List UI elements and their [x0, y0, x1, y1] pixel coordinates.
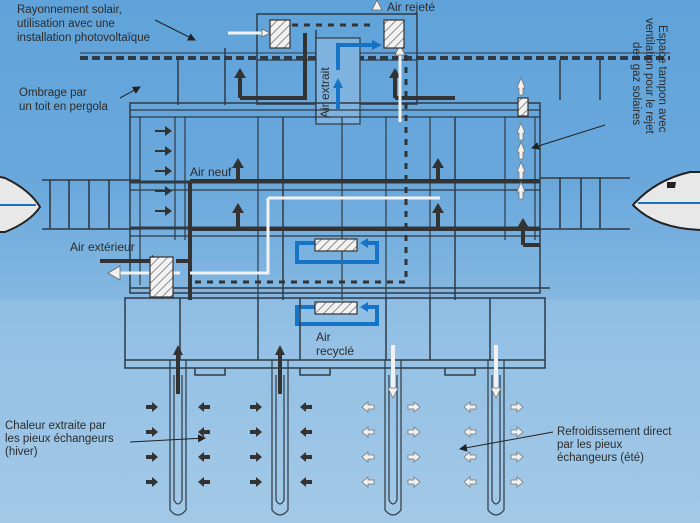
heat-arrow-icon: [146, 452, 158, 462]
label-solar-1: Rayonnement solair,: [17, 4, 122, 16]
heat-arrow-icon: [146, 427, 158, 437]
heat-arrow-icon: [250, 427, 262, 437]
right-plane-icon: [631, 171, 700, 231]
buffer-arrows: [516, 76, 526, 200]
inflow-arrows: [155, 126, 172, 216]
cool-arrow-icon: [361, 426, 375, 438]
blue-arrowheads: [333, 40, 382, 88]
left-plane-icon: [0, 175, 42, 233]
label-buffer-1: Espace tampon avec: [656, 25, 668, 133]
supply-ducts: [100, 33, 540, 300]
white-arrowheads: [107, 0, 406, 281]
heat-arrow-icon: [300, 452, 312, 462]
heat-exchanger-icon: [149, 19, 529, 315]
summer-cool-arrows: [361, 401, 524, 488]
heat-arrow-icon: [250, 402, 262, 412]
label-cooling-1: Refroidissement direct: [557, 426, 672, 438]
cool-arrow-icon: [463, 401, 477, 413]
heat-arrow-icon: [300, 477, 312, 487]
cool-arrow-icon: [463, 426, 477, 438]
recycle-loops: [295, 241, 379, 326]
label-buffer-3: des gaz solaires: [630, 42, 642, 126]
cool-arrow-icon: [361, 401, 375, 413]
right-bridge: [540, 177, 630, 230]
label-solar-3: installation photovoltaïque: [17, 32, 150, 44]
cool-arrow-icon: [407, 476, 421, 488]
leader-lines: [119, 19, 606, 452]
label-shading-1: Ombrage par: [19, 87, 87, 99]
cool-arrow-icon: [407, 451, 421, 463]
label-air-extracted: Air extrait: [318, 67, 332, 118]
cool-arrow-icon: [407, 401, 421, 413]
label-recycled-2: recyclé: [316, 344, 355, 358]
cool-arrow-icon: [361, 451, 375, 463]
label-buffer-2: ventilation pour le rejet: [643, 18, 655, 134]
building-floors: [129, 102, 550, 300]
ground-area: [0, 300, 700, 523]
heat-arrow-icon: [300, 402, 312, 412]
label-outside-air: Air extérieur: [70, 240, 135, 254]
left-bridge: [42, 179, 140, 230]
label-heat-2: les pieux échangeurs: [5, 433, 114, 445]
heat-arrow-icon: [250, 477, 262, 487]
label-heat-3: (hiver): [5, 446, 38, 458]
label-air-rejected: Air rejeté: [387, 0, 436, 14]
heat-exchange-piles: [169, 360, 505, 516]
heat-arrow-icon: [146, 402, 158, 412]
dashed-exhaust: [190, 23, 408, 284]
cool-arrow-icon: [407, 426, 421, 438]
cool-arrow-icon: [510, 476, 524, 488]
extract-blue-duct: [336, 43, 375, 110]
label-shading-2: un toit en pergola: [19, 101, 108, 113]
label-solar-2: utilisation avec une: [17, 18, 115, 30]
exhaust-ducts: [190, 2, 440, 275]
label-cooling-2: par les pieux: [557, 439, 623, 451]
label-cooling-3: échangeurs (été): [557, 452, 644, 464]
cool-arrow-icon: [463, 451, 477, 463]
label-recycled-1: Air: [316, 330, 331, 344]
cool-arrow-icon: [463, 476, 477, 488]
heat-arrow-icon: [198, 402, 210, 412]
pile-flow: [176, 345, 498, 394]
cool-arrow-icon: [510, 451, 524, 463]
pv-roof: [80, 48, 670, 105]
label-heat-1: Chaleur extraite par: [5, 420, 106, 432]
heat-arrow-icon: [250, 452, 262, 462]
winter-heat-arrows: [146, 402, 312, 487]
heat-arrow-icon: [300, 427, 312, 437]
heat-arrow-icon: [198, 452, 210, 462]
cool-arrow-icon: [510, 426, 524, 438]
heat-arrow-icon: [198, 477, 210, 487]
heat-arrow-icon: [146, 477, 158, 487]
cool-arrow-icon: [510, 401, 524, 413]
label-fresh-air: Air neuf: [190, 165, 232, 179]
cool-arrow-icon: [361, 476, 375, 488]
